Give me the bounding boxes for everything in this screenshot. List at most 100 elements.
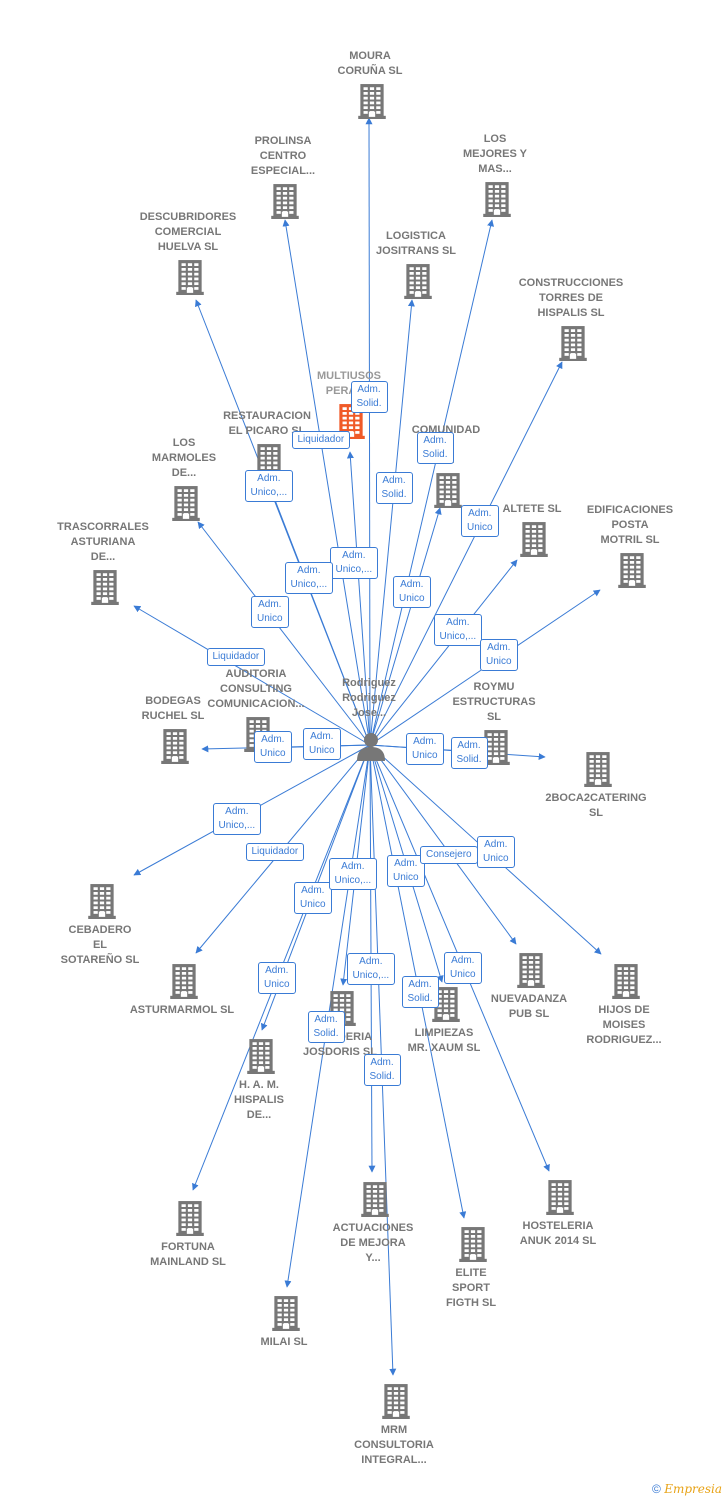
company-label: ALTETE SL — [502, 503, 562, 515]
relation-badge[interactable]: Adm. Unico,... — [433, 614, 483, 646]
edge-moura — [365, 117, 373, 746]
relation-badge[interactable]: Adm. Solid. — [401, 976, 439, 1008]
relation-badge[interactable]: Adm. Unico — [254, 731, 292, 763]
company-label: ACTUACIONES DE MEJORA Y... — [332, 1222, 414, 1264]
building-icon — [483, 182, 511, 217]
relation-badge[interactable]: Adm. Solid. — [363, 1054, 401, 1086]
building-icon — [172, 486, 200, 521]
building-icon — [382, 1384, 410, 1419]
edge-prolinsa — [282, 219, 371, 746]
edge-logistica — [369, 299, 415, 746]
edge-restauracion — [267, 481, 371, 746]
relation-badge[interactable]: Adm. Unico,... — [328, 858, 378, 890]
company-label: MOURA CORUÑA SL — [337, 50, 403, 77]
center-person-node[interactable] — [355, 730, 387, 767]
company-label: TRASCORRALES ASTURIANA DE... — [57, 521, 149, 563]
building-icon — [88, 884, 116, 919]
company-label: CONSTRUCCIONES TORRES DE HISPALIS SL — [518, 277, 624, 319]
building-icon — [404, 264, 432, 299]
relation-badge[interactable]: Adm. Unico,... — [329, 547, 379, 579]
building-icon — [520, 522, 548, 557]
company-label: HOSTELERIA ANUK 2014 SL — [519, 1220, 597, 1247]
building-icon — [618, 553, 646, 588]
company-label: PROLINSA CENTRO ESPECIAL... — [250, 135, 316, 177]
building-icon — [91, 570, 119, 605]
relation-badge[interactable]: Adm. Solid. — [375, 472, 413, 504]
building-icon — [170, 964, 198, 999]
center-person-label: Rodriguez Rodriguez Jose... — [342, 677, 396, 719]
building-icon — [358, 84, 386, 119]
company-label: AUDITORIA CONSULTING COMUNICACION... — [207, 668, 305, 710]
relation-badge[interactable]: Adm. Unico,... — [284, 562, 334, 594]
relation-badge[interactable]: Adm. Solid. — [450, 737, 488, 769]
relation-badge[interactable]: Adm. Unico — [406, 733, 444, 765]
relation-badge[interactable]: Adm. Unico — [480, 639, 518, 671]
company-label: EDIFICACIONES POSTA MOTRIL SL — [586, 504, 674, 546]
company-label: HIJOS DE MOISES RODRIGUEZ... — [586, 1004, 662, 1046]
company-label: LOS MEJORES Y MAS... — [463, 133, 527, 175]
relation-badge[interactable]: Adm. Unico,... — [346, 953, 396, 985]
edge-construcciones — [369, 361, 563, 746]
company-label: ELITE SPORT FIGTH SL — [445, 1267, 497, 1309]
building-icon — [546, 1180, 574, 1215]
relation-badge[interactable]: Adm. Unico — [303, 728, 341, 760]
building-icon — [432, 987, 460, 1022]
building-icon — [482, 730, 510, 765]
building-icon — [584, 752, 612, 787]
edge-multiusos — [346, 451, 371, 746]
relation-badge[interactable]: Adm. Unico — [294, 882, 332, 914]
person-icon — [357, 733, 385, 761]
building-icon — [247, 1039, 275, 1074]
relation-badge[interactable]: Adm. Unico — [477, 836, 515, 868]
company-label: ROYMU ESTRUCTURAS SL — [452, 681, 536, 723]
building-icon — [361, 1182, 389, 1217]
relation-badge[interactable]: Adm. Unico,... — [244, 470, 294, 502]
relation-badge[interactable]: Liquidador — [291, 431, 351, 449]
relation-badge[interactable]: Adm. Solid. — [307, 1011, 345, 1043]
company-label: DESCUBRIDORES COMERCIAL HUELVA SL — [139, 211, 237, 253]
edge-mejores — [369, 219, 494, 746]
company-label: LOS MARMOLES DE... — [151, 437, 217, 479]
relation-badge[interactable]: Adm. Unico — [251, 596, 289, 628]
company-label: H. A. M. HISPALIS DE... — [234, 1079, 284, 1121]
relation-badge[interactable]: Adm. Solid. — [416, 432, 454, 464]
building-icon — [559, 326, 587, 361]
building-icon — [459, 1227, 487, 1262]
building-icon — [272, 1296, 300, 1331]
edge-marmoles — [197, 521, 371, 746]
company-label: MRM CONSULTORIA INTEGRAL... — [354, 1424, 434, 1466]
relation-badge[interactable]: Adm. Unico — [461, 505, 499, 537]
relation-badge[interactable]: Adm. Unico — [387, 855, 425, 887]
edge-comunidad — [369, 507, 442, 746]
relation-badge[interactable]: Adm. Unico — [444, 952, 482, 984]
building-icon — [161, 729, 189, 764]
company-label: MULTIUSOS PERAL... — [317, 370, 381, 397]
relation-badge[interactable]: Adm. Unico — [393, 576, 431, 608]
building-icon — [271, 184, 299, 219]
relation-badge[interactable]: Liquidador — [245, 843, 305, 861]
company-label: MILAI SL — [260, 1336, 308, 1348]
building-icon — [434, 473, 462, 508]
relation-badge[interactable]: Adm. Unico,... — [212, 803, 262, 835]
edge-altete — [369, 559, 518, 746]
relation-badge[interactable]: Consejero — [420, 846, 478, 864]
building-icon — [176, 260, 204, 295]
company-label: 2BOCA2CATERING SL — [545, 792, 647, 819]
company-label: LOGISTICA JOSITRANS SL — [375, 230, 457, 257]
relation-badge[interactable]: Adm. Solid. — [350, 381, 388, 413]
building-icon — [612, 964, 640, 999]
building-icon — [176, 1201, 204, 1236]
company-label: FORTUNA MAINLAND SL — [150, 1241, 226, 1268]
relation-badge[interactable]: Adm. Unico — [258, 962, 296, 994]
company-label: NUEVADANZA PUB SL — [490, 993, 568, 1020]
relation-badge[interactable]: Liquidador — [206, 648, 266, 666]
company-label: BODEGAS RUCHEL SL — [141, 695, 205, 722]
company-label: CEBADERO EL SOTAREÑO SL — [60, 924, 140, 966]
brand-logo: Empresia — [664, 1482, 722, 1496]
copyright-symbol: © — [652, 1482, 661, 1496]
company-label: LIMPIEZAS MR. XAUM SL — [407, 1027, 481, 1054]
footer-credit: © Empresia — [652, 1482, 722, 1496]
edge-nuevadanza — [369, 744, 517, 945]
company-label: ASTURMARMOL SL — [129, 1004, 235, 1016]
